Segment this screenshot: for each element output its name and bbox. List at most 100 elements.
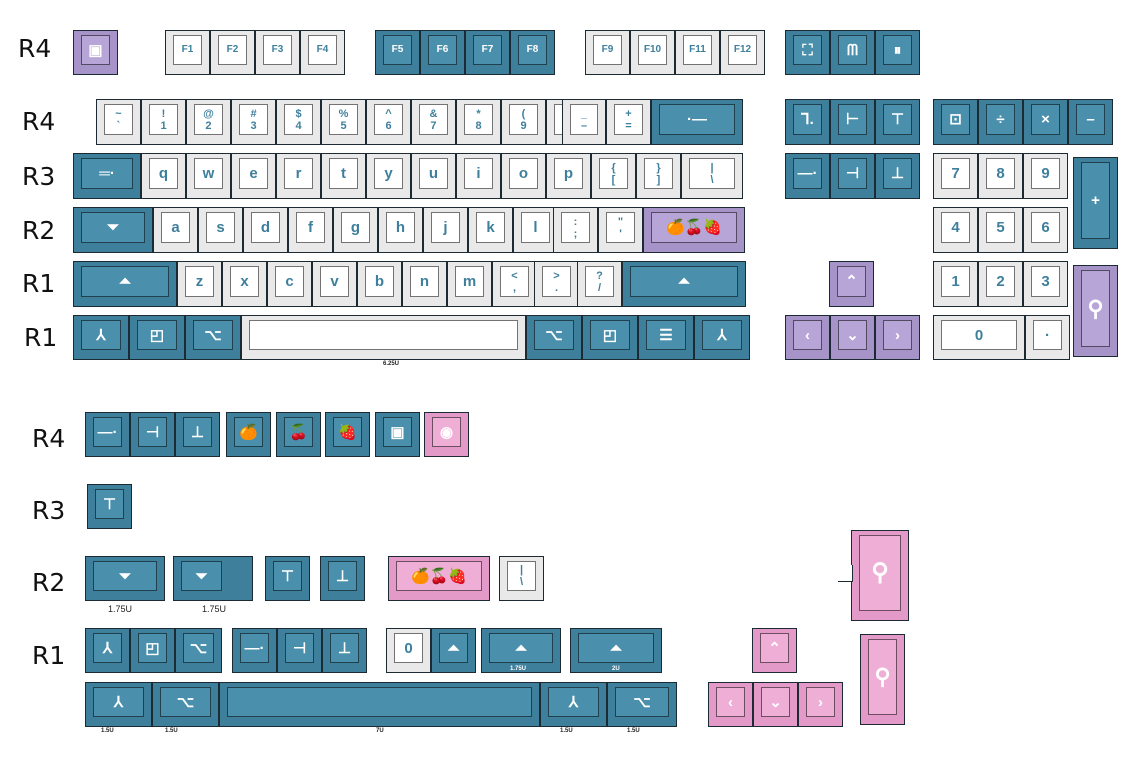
arrow-right-key[interactable]: ›: [875, 315, 920, 360]
kit-r1-end-key[interactable]: ⊣: [277, 628, 322, 673]
kit-shift-2u-key[interactable]: ⏶: [570, 628, 662, 673]
kit-jar-key[interactable]: ▣: [375, 412, 420, 457]
kit-r2-pgdn-key[interactable]: ⊥: [320, 556, 365, 601]
key-b[interactable]: b: [357, 261, 402, 307]
left-win-key[interactable]: ◰: [129, 315, 185, 360]
key-equals[interactable]: +=: [606, 99, 651, 145]
key-t[interactable]: t: [321, 153, 366, 199]
f7-key[interactable]: F7: [465, 30, 510, 75]
key-h[interactable]: h: [378, 207, 423, 253]
key-i[interactable]: i: [456, 153, 501, 199]
tab-key[interactable]: ═·: [73, 153, 141, 199]
f2-key[interactable]: F2: [210, 30, 255, 75]
key-minus-underscore[interactable]: _–: [562, 99, 606, 145]
key-x[interactable]: x: [222, 261, 267, 307]
f9-key[interactable]: F9: [585, 30, 630, 75]
kit-donut-key[interactable]: ◉: [424, 412, 469, 457]
key-k[interactable]: k: [468, 207, 513, 253]
key-u[interactable]: u: [411, 153, 456, 199]
numpad-dot-key[interactable]: ·: [1025, 315, 1070, 360]
kit-orange-key[interactable]: 🍊: [226, 412, 271, 457]
key-m[interactable]: m: [447, 261, 492, 307]
key-a[interactable]: a: [153, 207, 198, 253]
numlock-key[interactable]: ⊡: [933, 99, 978, 145]
numpad-multiply-key[interactable]: ×: [1023, 99, 1068, 145]
kit-ctrl-key[interactable]: ⅄: [85, 628, 130, 673]
numpad-9-key[interactable]: 9: [1023, 153, 1068, 199]
key-p[interactable]: p: [546, 153, 591, 199]
delete-key[interactable]: —·: [785, 153, 830, 199]
f12-key[interactable]: F12: [720, 30, 765, 75]
key-n[interactable]: n: [402, 261, 447, 307]
key-slash[interactable]: ?/: [577, 261, 622, 307]
key-quote[interactable]: "': [598, 207, 643, 253]
menu-key[interactable]: ☰: [638, 315, 694, 360]
key-4[interactable]: $4: [276, 99, 321, 145]
f4-key[interactable]: F4: [300, 30, 345, 75]
key-comma[interactable]: <,: [492, 261, 537, 307]
left-alt-key[interactable]: ⌥: [185, 315, 241, 360]
key-bracket-left[interactable]: {[: [591, 153, 636, 199]
key-bracket-right[interactable]: }]: [636, 153, 681, 199]
kit-zero-key[interactable]: 0: [386, 628, 431, 673]
right-alt-key[interactable]: ⌥: [526, 315, 582, 360]
numpad-5-key[interactable]: 5: [978, 207, 1023, 253]
kit-spacebar-7u-key[interactable]: [219, 682, 540, 727]
esc-key[interactable]: ▣: [73, 30, 118, 75]
kit-backslash-key[interactable]: |\: [499, 556, 544, 601]
kit-win-key[interactable]: ◰: [130, 628, 175, 673]
kit-alt2-15-key[interactable]: ⌥: [607, 682, 677, 727]
key-semicolon[interactable]: :;: [553, 207, 598, 253]
insert-key[interactable]: ⅂.: [785, 99, 830, 145]
left-shift-key[interactable]: ⏶: [73, 261, 177, 307]
kit-alt-key[interactable]: ⌥: [175, 628, 222, 673]
f1-key[interactable]: F1: [165, 30, 210, 75]
spacebar-625-key[interactable]: [241, 315, 526, 360]
right-shift-key[interactable]: ⏶: [622, 261, 746, 307]
key-s[interactable]: s: [198, 207, 243, 253]
arrow-down-key[interactable]: ⌄: [830, 315, 875, 360]
key-v[interactable]: v: [312, 261, 357, 307]
kit-shift-1u-key[interactable]: ⏶: [431, 628, 476, 673]
key-7[interactable]: &7: [411, 99, 456, 145]
numpad-4-key[interactable]: 4: [933, 207, 978, 253]
f5-key[interactable]: F5: [375, 30, 420, 75]
enter-fruit-key[interactable]: 🍊🍒🍓: [643, 207, 745, 253]
backspace-key[interactable]: ·—: [651, 99, 743, 145]
key-g[interactable]: g: [333, 207, 378, 253]
kit-r1-pgdn-key[interactable]: ⊥: [322, 628, 367, 673]
key-period[interactable]: >.: [534, 261, 579, 307]
kit-caps-175-key-b[interactable]: ⏷: [173, 556, 253, 601]
numpad-6-key[interactable]: 6: [1023, 207, 1068, 253]
left-ctrl-key[interactable]: ⅄: [73, 315, 129, 360]
numpad-enter-spoon-key[interactable]: ⚲: [1073, 265, 1118, 357]
home-key[interactable]: ⊢: [830, 99, 875, 145]
pause-key[interactable]: ⏸: [875, 30, 920, 75]
key-9[interactable]: (9: [501, 99, 546, 145]
kit-delete-key[interactable]: —·: [85, 412, 130, 457]
key-w[interactable]: w: [186, 153, 231, 199]
numpad-minus-key[interactable]: –: [1068, 99, 1113, 145]
key-5[interactable]: %5: [321, 99, 366, 145]
arrow-up-key[interactable]: ⌃: [829, 261, 874, 307]
f8-key[interactable]: F8: [510, 30, 555, 75]
kit-strawberry-key[interactable]: 🍓: [325, 412, 370, 457]
kit-fruit-enter-key[interactable]: 🍊🍒🍓: [388, 556, 490, 601]
kit-arrow-up-key[interactable]: ⌃: [752, 628, 797, 673]
numpad-1-key[interactable]: 1: [933, 261, 978, 307]
caps-lock-key[interactable]: ⏷: [73, 207, 153, 253]
key-z[interactable]: z: [177, 261, 222, 307]
kit-r2-pgup-key[interactable]: ⊤: [265, 556, 310, 601]
key-j[interactable]: j: [423, 207, 468, 253]
key-d[interactable]: d: [243, 207, 288, 253]
kit-arrow-left-key[interactable]: ‹: [708, 682, 753, 727]
numpad-0-key[interactable]: 0: [933, 315, 1025, 360]
key-l[interactable]: l: [513, 207, 558, 253]
key-6[interactable]: ^6: [366, 99, 411, 145]
numpad-plus-key[interactable]: +: [1073, 157, 1118, 249]
kit-page-up-key[interactable]: ⊤: [87, 484, 132, 529]
f10-key[interactable]: F10: [630, 30, 675, 75]
f3-key[interactable]: F3: [255, 30, 300, 75]
scroll-lock-key[interactable]: ᗰ: [830, 30, 875, 75]
kit-r1-delete-key[interactable]: —·: [232, 628, 277, 673]
